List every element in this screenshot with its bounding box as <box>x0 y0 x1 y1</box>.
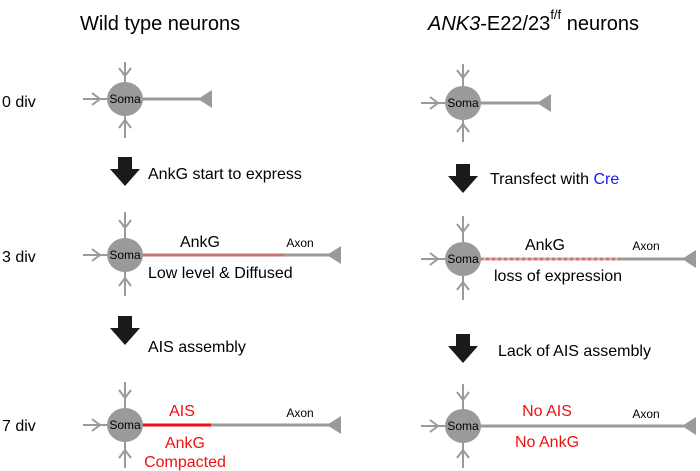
header-ank3: ANK3-E22/23f/f neurons <box>427 7 639 35</box>
axon-label: Axon <box>286 236 313 250</box>
down-arrow-icon <box>110 157 140 186</box>
soma-label: Soma <box>447 419 479 433</box>
left-7div-compacted: Compacted <box>144 454 226 471</box>
header-ank3-tail: neurons <box>561 13 639 35</box>
left-7div-ais: AIS <box>169 403 195 420</box>
step-left-1: AnkG start to express <box>148 166 302 183</box>
header-wild-type: Wild type neurons <box>80 13 240 35</box>
step-right-1: Transfect with Cre <box>490 171 619 188</box>
left-3div-ankg-label: AnkG <box>180 234 220 251</box>
left-3div-bottom-label: Low level & Diffused <box>148 265 293 282</box>
time-7-div: 7 div <box>2 418 36 435</box>
axon-label: Axon <box>632 407 659 421</box>
ankg-loss-segment <box>480 257 620 261</box>
step-right-1-prefix: Transfect with <box>490 171 593 188</box>
right-7div-no-ais: No AIS <box>522 403 572 420</box>
neuron-right-0div: Soma <box>421 64 551 142</box>
neuron-right-7div: Soma <box>421 384 696 468</box>
axon-label: Axon <box>286 406 313 420</box>
right-3div-ankg-label: AnkG <box>525 237 565 254</box>
header-ank3-sup: f/f <box>550 7 561 22</box>
down-arrow-icon <box>110 316 140 345</box>
time-3-div: 3 div <box>2 249 36 266</box>
soma-label: Soma <box>447 252 479 266</box>
soma-label: Soma <box>109 418 141 432</box>
soma-label: Soma <box>109 92 141 106</box>
down-arrow-icon <box>448 334 478 363</box>
header-ank3-exon: -E22/23 <box>480 13 550 35</box>
neuron-left-7div: Soma <box>83 382 341 468</box>
right-7div-no-ankg: No AnkG <box>515 434 579 451</box>
neuron-left-3div: Soma <box>83 212 341 296</box>
neuron-right-3div: Soma <box>421 216 696 300</box>
soma-label: Soma <box>109 248 141 262</box>
step-left-2: AIS assembly <box>148 339 246 356</box>
neuron-left-0div: Soma <box>83 62 212 138</box>
header-ank3-gene: ANK3 <box>427 13 480 35</box>
right-3div-bottom-label: loss of expression <box>494 268 622 285</box>
cre-label: Cre <box>593 171 619 188</box>
down-arrow-icon <box>448 164 478 193</box>
soma-label: Soma <box>447 96 479 110</box>
axon-label: Axon <box>632 239 659 253</box>
step-right-2: Lack of AIS assembly <box>498 343 651 360</box>
left-7div-ankg: AnkG <box>165 435 205 452</box>
time-0-div: 0 div <box>2 94 36 111</box>
